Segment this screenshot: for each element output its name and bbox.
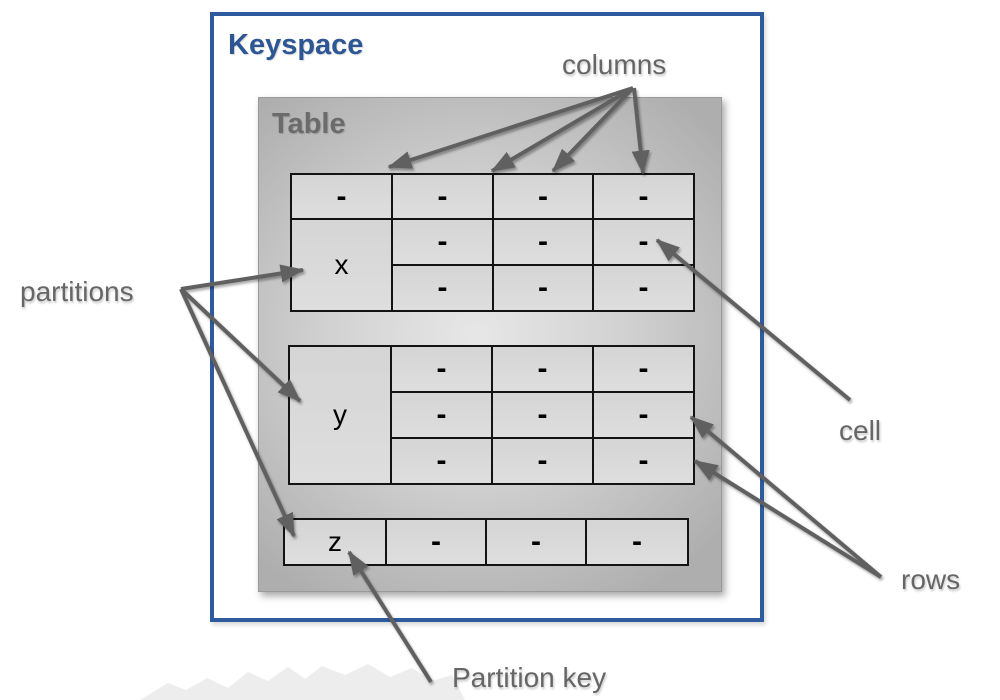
- partition-key-cell-y: y: [288, 345, 392, 485]
- watermark-shape: [140, 664, 465, 700]
- cell: -: [390, 391, 493, 439]
- cell-label: cell: [839, 415, 882, 446]
- partition-key-label: Partition key: [452, 662, 607, 693]
- cell: -: [592, 345, 695, 393]
- header-cell: -: [592, 173, 695, 220]
- cell: -: [592, 437, 695, 485]
- partition-x-grid: - - - - x - - - - - -: [290, 173, 695, 312]
- partition-z-grid: z - - -: [283, 518, 689, 566]
- header-cell: -: [290, 173, 393, 220]
- cell: -: [585, 518, 689, 566]
- cell: -: [391, 264, 494, 312]
- cell: -: [592, 391, 695, 439]
- cell: -: [390, 345, 493, 393]
- cell: -: [491, 437, 594, 485]
- table-row: - - -: [289, 437, 695, 485]
- header-cell: -: [391, 173, 494, 220]
- cell: -: [492, 264, 594, 312]
- column-header-row: - - - -: [290, 173, 695, 220]
- cell: -: [592, 218, 695, 266]
- cell: -: [492, 218, 594, 266]
- cell: -: [485, 518, 587, 566]
- rows-label: rows: [901, 564, 961, 595]
- cell: -: [491, 391, 594, 439]
- table-row: z - - -: [283, 518, 689, 566]
- partition-y-grid: y - - - - - - - - -: [288, 345, 695, 485]
- table-row: - - -: [289, 391, 695, 439]
- partition-key-cell-z: z: [283, 518, 387, 566]
- cell: -: [390, 437, 493, 485]
- table-row: y - - -: [288, 345, 695, 485]
- cell: -: [592, 264, 695, 312]
- header-cell: -: [492, 173, 594, 220]
- table-row: x - - -: [290, 218, 695, 312]
- cell: -: [385, 518, 487, 566]
- partitions-label: partitions: [20, 276, 134, 307]
- keyspace-label: Keyspace: [228, 29, 364, 61]
- cell: -: [391, 218, 494, 266]
- cell: -: [491, 345, 594, 393]
- table-label: Table: [272, 108, 346, 140]
- partition-key-cell-x: x: [290, 218, 393, 312]
- columns-label: columns: [562, 49, 667, 80]
